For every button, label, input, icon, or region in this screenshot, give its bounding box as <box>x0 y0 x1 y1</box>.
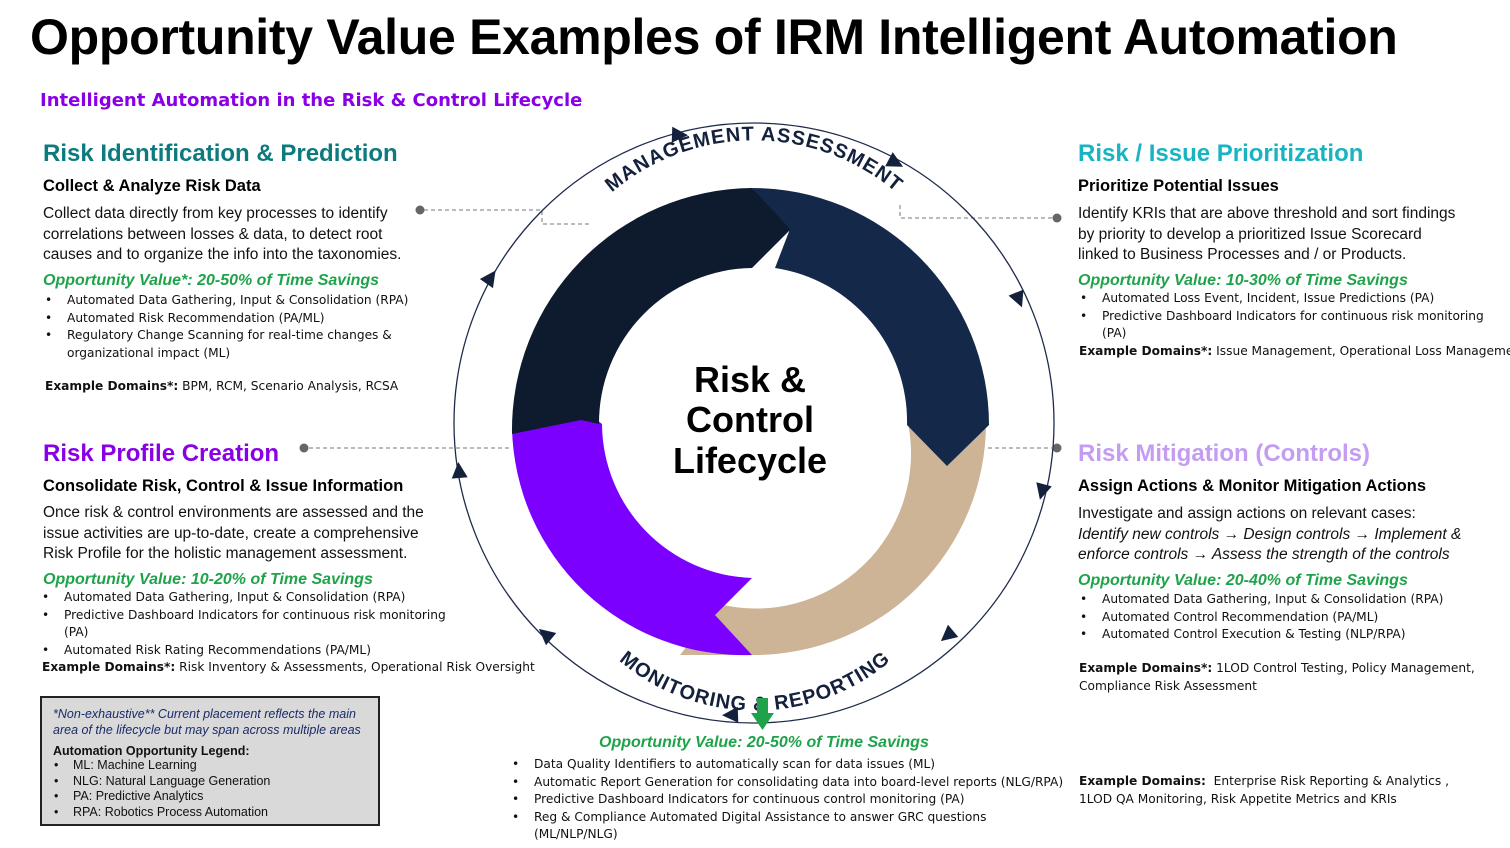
outer-cycle-ring <box>453 122 1055 724</box>
list-item: Automated Data Gathering, Input & Consol… <box>43 292 413 310</box>
monitoring-opportunity: Opportunity Value: 20-50% of Time Saving… <box>599 734 929 751</box>
risk-priority-bullets: Automated Loss Event, Incident, Issue Pr… <box>1078 290 1503 343</box>
top-arc-label: MANAGEMENT ASSESSMENT <box>601 123 907 196</box>
ring-segment-navy <box>752 188 989 466</box>
risk-id-opportunity: Opportunity Value*: 20-50% of Time Savin… <box>43 272 380 289</box>
bottom-arc-label: MONITORING & REPORTING <box>616 647 895 716</box>
risk-priority-domains: Example Domains*: Issue Management, Oper… <box>1079 344 1510 358</box>
list-item: Automated Risk Rating Recommendations (P… <box>40 642 470 660</box>
legend-item: ML: Machine Learning <box>53 758 378 774</box>
ring-segment-tan <box>680 423 986 655</box>
list-item: Automated Control Execution & Testing (N… <box>1078 626 1488 644</box>
risk-profile-opportunity: Opportunity Value: 10-20% of Time Saving… <box>43 571 373 588</box>
list-item: Automated Risk Recommendation (PA/ML) <box>43 310 413 328</box>
risk-mitigation-bullets: Automated Data Gathering, Input & Consol… <box>1078 591 1488 644</box>
risk-mitigation-body: Investigate and assign actions on releva… <box>1078 505 1462 563</box>
center-label-line1: Risk & <box>694 359 806 400</box>
page-title: Opportunity Value Examples of IRM Intell… <box>30 9 1398 65</box>
monitoring-domains: Example Domains: Enterprise Risk Reporti… <box>1079 774 1449 806</box>
risk-profile-body: Once risk & control environments are ass… <box>43 504 424 562</box>
list-item: Reg & Compliance Automated Digital Assis… <box>510 809 1070 844</box>
list-item: Automatic Report Generation for consolid… <box>510 774 1070 792</box>
risk-profile-domains: Example Domains*: Risk Inventory & Asses… <box>42 660 535 674</box>
connector-dot-risk-mitigation <box>1052 443 1062 453</box>
center-label-line3: Lifecycle <box>673 440 827 481</box>
connector-dot-risk-profile <box>299 443 309 453</box>
risk-priority-title: Risk / Issue Prioritization <box>1078 140 1364 167</box>
list-item: Automated Data Gathering, Input & Consol… <box>40 589 470 607</box>
list-item: Automated Data Gathering, Input & Consol… <box>1078 591 1488 609</box>
risk-id-domains: Example Domains*: BPM, RCM, Scenario Ana… <box>45 379 399 393</box>
monitoring-bullets: Data Quality Identifiers to automaticall… <box>510 756 1070 844</box>
risk-priority-subtitle: Prioritize Potential Issues <box>1078 177 1279 195</box>
connector-dot-risk-id <box>415 205 425 215</box>
connector-dot-risk-priority <box>1052 213 1062 223</box>
risk-mitigation-domains: Example Domains*: 1LOD Control Testing, … <box>1079 661 1475 693</box>
outer-cycle-arrows <box>451 126 1052 723</box>
risk-id-title: Risk Identification & Prediction <box>43 140 398 167</box>
legend-box: *Non-exhaustive** Current placement refl… <box>40 696 380 826</box>
list-item: Predictive Dashboard Indicators for cont… <box>510 791 1070 809</box>
risk-priority-opportunity: Opportunity Value: 10-30% of Time Saving… <box>1078 272 1408 289</box>
legend-item: PA: Predictive Analytics <box>53 789 378 805</box>
risk-id-body: Collect data directly from key processes… <box>43 205 402 263</box>
center-label-line2: Control <box>686 399 814 440</box>
legend-note: *Non-exhaustive** Current placement refl… <box>53 707 361 737</box>
legend-list: ML: Machine Learning NLG: Natural Langua… <box>53 758 378 820</box>
list-item: Automated Control Recommendation (PA/ML) <box>1078 609 1488 627</box>
ring-segment-dark-navy <box>511 188 792 434</box>
list-item: Predictive Dashboard Indicators for cont… <box>40 607 470 642</box>
risk-id-bullets: Automated Data Gathering, Input & Consol… <box>43 292 413 362</box>
list-item: Automated Loss Event, Incident, Issue Pr… <box>1078 290 1503 308</box>
legend-item: RPA: Robotics Process Automation <box>53 805 378 821</box>
risk-id-subtitle: Collect & Analyze Risk Data <box>43 177 261 195</box>
connector-lines <box>299 205 1062 453</box>
list-item: Predictive Dashboard Indicators for cont… <box>1078 308 1503 343</box>
legend-item: NLG: Natural Language Generation <box>53 774 378 790</box>
risk-mitigation-subtitle: Assign Actions & Monitor Mitigation Acti… <box>1078 477 1427 495</box>
risk-profile-title: Risk Profile Creation <box>43 440 280 467</box>
risk-profile-subtitle: Consolidate Risk, Control & Issue Inform… <box>43 477 404 495</box>
risk-mitigation-title: Risk Mitigation (Controls) <box>1078 440 1370 467</box>
risk-priority-body: Identify KRIs that are above threshold a… <box>1078 205 1456 263</box>
legend-heading: Automation Opportunity Legend: <box>53 744 250 758</box>
risk-profile-bullets: Automated Data Gathering, Input & Consol… <box>40 589 470 659</box>
list-item: Data Quality Identifiers to automaticall… <box>510 756 1070 774</box>
ring-segment-purple <box>512 383 752 656</box>
green-down-arrow-icon <box>751 698 774 730</box>
list-item: Regulatory Change Scanning for real-time… <box>43 327 413 362</box>
page-subtitle: Intelligent Automation in the Risk & Con… <box>40 90 583 111</box>
risk-mitigation-opportunity: Opportunity Value: 20-40% of Time Saving… <box>1078 572 1408 589</box>
